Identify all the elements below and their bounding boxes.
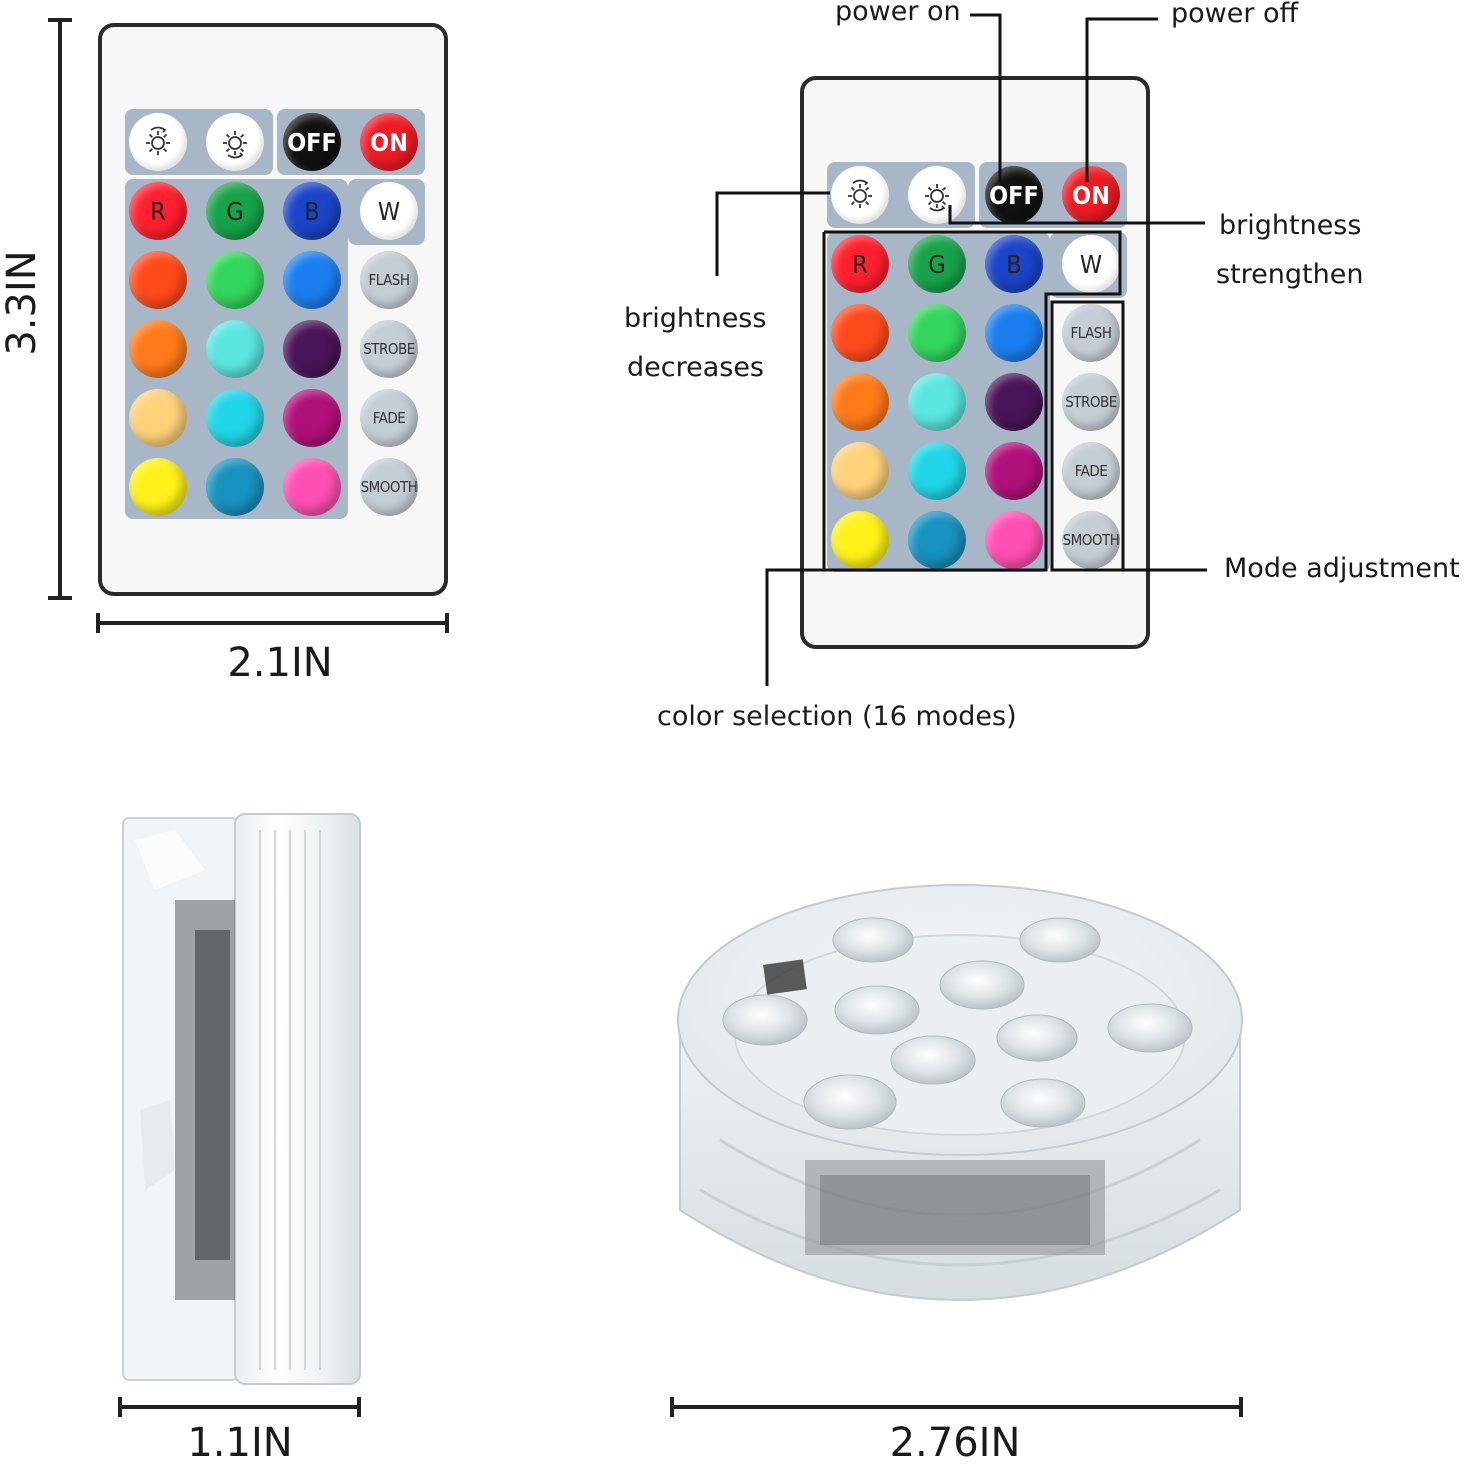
- light-diameter-label: 2.76IN: [889, 1420, 1021, 1466]
- remote-right-on-button[interactable]: ON: [1062, 166, 1120, 224]
- remote-right-mode-button-strobe[interactable]: STROBE: [1062, 373, 1120, 431]
- remote-right-off-button[interactable]: OFF: [985, 166, 1043, 224]
- remote-left-color-button-0-0[interactable]: R: [129, 182, 187, 240]
- dimension-line-remote-height: [48, 18, 72, 600]
- remote-right-color-button-1-0[interactable]: [831, 304, 889, 362]
- remote-left-color-button-0-1-label: G: [226, 196, 244, 226]
- remote-right-mode-button-fade[interactable]: FADE: [1062, 442, 1120, 500]
- annotation-brightness-strengthen-1: brightness: [1219, 210, 1362, 241]
- remote-right-mode-button-flash[interactable]: FLASH: [1062, 304, 1120, 362]
- remote-right-mode-button-strobe-label: STROBE: [1065, 393, 1117, 411]
- annotation-color-selection: color selection (16 modes): [657, 701, 1017, 732]
- brightness-increase-icon: [925, 184, 949, 212]
- remote-left-mode-button-smooth[interactable]: SMOOTH: [360, 458, 418, 516]
- remote-right: OFF ON R G B W FLASH STROBE FADE SMOOTH: [800, 76, 1150, 649]
- remote-right-brightness-increase-button[interactable]: [908, 166, 966, 224]
- annotation-power-off: power off: [1171, 0, 1299, 29]
- remote-right-mode-button-fade-label: FADE: [1074, 462, 1108, 480]
- light-side-view-image: [122, 813, 361, 1385]
- remote-right-brightness-decrease-button[interactable]: [831, 166, 889, 224]
- remote-left-color-button-1-1[interactable]: [206, 251, 264, 309]
- remote-left-mode-button-strobe-label: STROBE: [363, 340, 415, 358]
- remote-left-color-button-4-1[interactable]: [206, 458, 264, 516]
- brightness-increase-icon: [223, 131, 247, 159]
- remote-right-color-button-4-1[interactable]: [908, 511, 966, 569]
- remote-left-color-button-3-2[interactable]: [283, 389, 341, 447]
- remote-left-color-button-2-1[interactable]: [206, 320, 264, 378]
- remote-right-on-button-label: ON: [1072, 180, 1110, 210]
- remote-left-off-button[interactable]: OFF: [283, 113, 341, 171]
- remote-right-color-button-1-2[interactable]: [985, 304, 1043, 362]
- remote-left-on-button-label: ON: [370, 127, 408, 157]
- dimension-line-light-diameter: [670, 1397, 1243, 1417]
- remote-left-color-button-1-2[interactable]: [283, 251, 341, 309]
- remote-right-mode-button-flash-label: FLASH: [1070, 324, 1112, 342]
- remote-width-label: 2.1IN: [227, 640, 333, 686]
- remote-right-color-button-3-0[interactable]: [831, 442, 889, 500]
- remote-left-mode-button-fade[interactable]: FADE: [360, 389, 418, 447]
- annotation-brightness-decreases-1: brightness: [624, 303, 767, 334]
- remote-left-mode-button-fade-label: FADE: [372, 409, 406, 427]
- remote-right-white-button[interactable]: W: [1062, 235, 1120, 293]
- remote-left: OFF ON R G B W FLASH STROBE FADE SMOOTH: [98, 23, 448, 596]
- remote-right-color-button-2-0[interactable]: [831, 373, 889, 431]
- remote-right-off-button-label: OFF: [989, 180, 1039, 210]
- remote-left-color-button-4-0[interactable]: [129, 458, 187, 516]
- remote-left-mode-button-flash-label: FLASH: [368, 271, 410, 289]
- annotation-power-on: power on: [835, 0, 961, 27]
- remote-right-color-button-3-2[interactable]: [985, 442, 1043, 500]
- remote-left-color-button-3-0[interactable]: [129, 389, 187, 447]
- annotation-brightness-decreases-2: decreases: [627, 352, 765, 383]
- remote-left-color-button-1-0[interactable]: [129, 251, 187, 309]
- remote-right-color-button-3-1[interactable]: [908, 442, 966, 500]
- annotation-mode-adjustment: Mode adjustment: [1224, 553, 1460, 584]
- remote-right-color-button-4-2[interactable]: [985, 511, 1043, 569]
- remote-right-mode-button-smooth-label: SMOOTH: [1062, 531, 1120, 549]
- remote-left-color-button-2-2[interactable]: [283, 320, 341, 378]
- remote-left-color-button-0-0-label: R: [150, 196, 166, 226]
- remote-right-color-button-0-1[interactable]: G: [908, 235, 966, 293]
- remote-right-mode-button-smooth[interactable]: SMOOTH: [1062, 511, 1120, 569]
- remote-left-color-button-4-2[interactable]: [283, 458, 341, 516]
- remote-right-color-button-0-0-label: R: [852, 249, 868, 279]
- dimension-line-light-thickness: [118, 1397, 361, 1417]
- led-array: [722, 917, 1193, 1130]
- brightness-decrease-icon: [848, 179, 872, 208]
- remote-right-white-button-label: W: [1079, 249, 1103, 279]
- remote-right-color-button-2-1[interactable]: [908, 373, 966, 431]
- remote-left-off-button-label: OFF: [287, 127, 337, 157]
- remote-left-brightness-increase-button[interactable]: [206, 113, 264, 171]
- remote-left-color-button-0-1[interactable]: G: [206, 182, 264, 240]
- remote-right-color-button-0-0[interactable]: R: [831, 235, 889, 293]
- remote-left-color-button-3-1[interactable]: [206, 389, 264, 447]
- remote-right-color-button-4-0[interactable]: [831, 511, 889, 569]
- remote-left-white-button-label: W: [377, 196, 401, 226]
- remote-left-on-button[interactable]: ON: [360, 113, 418, 171]
- remote-left-white-button[interactable]: W: [360, 182, 418, 240]
- remote-left-color-button-2-0[interactable]: [129, 320, 187, 378]
- remote-right-color-button-0-2-label: B: [1006, 249, 1022, 279]
- brightness-decrease-icon: [146, 126, 170, 155]
- remote-right-color-button-0-2[interactable]: B: [985, 235, 1043, 293]
- remote-left-mode-button-strobe[interactable]: STROBE: [360, 320, 418, 378]
- dimension-line-remote-width: [96, 613, 449, 633]
- remote-left-color-button-0-2-label: B: [304, 196, 320, 226]
- light-thickness-label: 1.1IN: [187, 1420, 293, 1466]
- annotation-brightness-strengthen-2: strengthen: [1216, 259, 1364, 290]
- remote-right-color-button-2-2[interactable]: [985, 373, 1043, 431]
- remote-left-color-button-0-2[interactable]: B: [283, 182, 341, 240]
- remote-right-color-button-1-1[interactable]: [908, 304, 966, 362]
- remote-right-color-button-0-1-label: G: [928, 249, 946, 279]
- remote-left-mode-button-flash[interactable]: FLASH: [360, 251, 418, 309]
- light-top-view-image: [677, 884, 1243, 1301]
- remote-left-mode-button-smooth-label: SMOOTH: [360, 478, 418, 496]
- remote-left-brightness-decrease-button[interactable]: [129, 113, 187, 171]
- annotation-lines: [715, 13, 1207, 686]
